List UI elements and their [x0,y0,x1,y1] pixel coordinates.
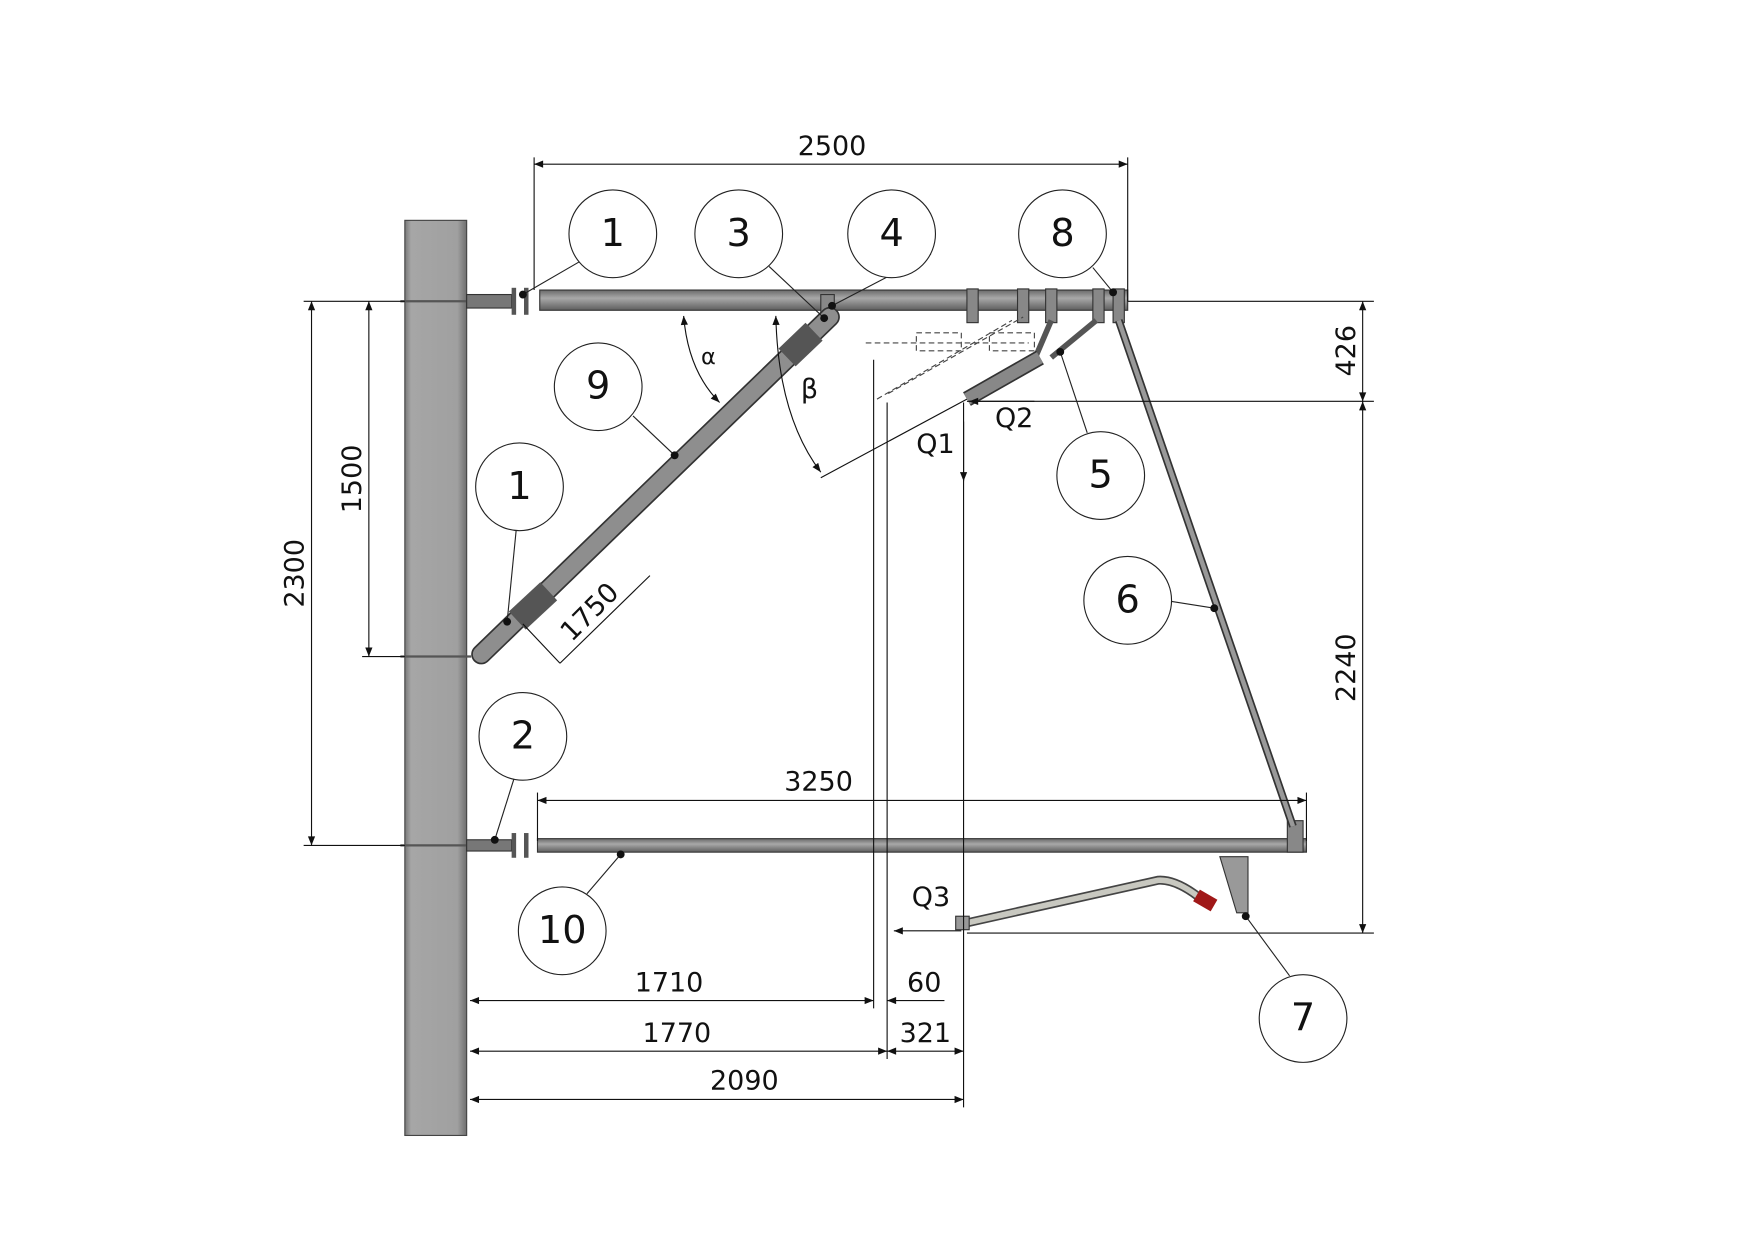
balloon-8: 8 [1018,189,1107,279]
angle-beta: β [801,374,818,405]
balloon-4: 4 [847,189,937,279]
dim-1770: 1770 [643,1018,712,1049]
balloon-label: 8 [1050,212,1074,256]
balloon-1-mid: 1 [475,442,564,532]
load-q2: Q2 [995,403,1033,434]
balloon-label: 5 [1089,454,1113,498]
dim-2240: 2240 [1331,633,1362,702]
balloon-3: 3 [694,189,784,279]
load-q1: Q1 [916,429,954,460]
balloon-1-top: 1 [568,189,658,279]
pole-clamps [400,300,472,847]
leader-lines [494,253,1291,977]
balloon-label: 10 [538,909,587,953]
spring-element [1193,889,1218,912]
dim-1500: 1500 [337,445,368,514]
dim-1710: 1710 [635,968,704,999]
dim-426: 426 [1331,325,1362,376]
balloon-10: 10 [517,886,607,976]
dimension-lines [303,157,1374,1108]
balloon-label: 4 [879,212,903,256]
dim-2500: 2500 [798,131,867,162]
dim-1750: 1750 [555,577,625,647]
balloon-label: 1 [601,212,625,256]
balloon-label: 6 [1116,578,1140,622]
dim-321: 321 [900,1018,951,1049]
dim-2300: 2300 [280,539,311,608]
balloon-5: 5 [1056,431,1146,520]
load-q3: Q3 [912,882,950,913]
dim-2090: 2090 [710,1065,779,1096]
balloon-2: 2 [478,691,568,781]
balloon-7: 7 [1258,974,1348,1063]
registration-arm [955,856,1249,931]
balloon-label: 2 [511,714,535,758]
balloon-label: 3 [727,212,751,256]
top-tube [466,287,1129,325]
balloon-9: 9 [553,342,643,432]
balloon-label: 9 [586,365,610,409]
insulator-assembly [865,316,1099,406]
leader-dots [490,288,1250,921]
tie-rod [1114,319,1297,828]
bottom-tube [466,820,1308,858]
mast-pole [404,219,468,1137]
angle-alpha: α [701,344,716,370]
balloon-6: 6 [1083,555,1173,645]
balloon-label: 7 [1291,997,1315,1041]
dim-60: 60 [907,968,941,999]
balloon-label: 1 [507,465,531,509]
dim-3250: 3250 [784,766,853,797]
